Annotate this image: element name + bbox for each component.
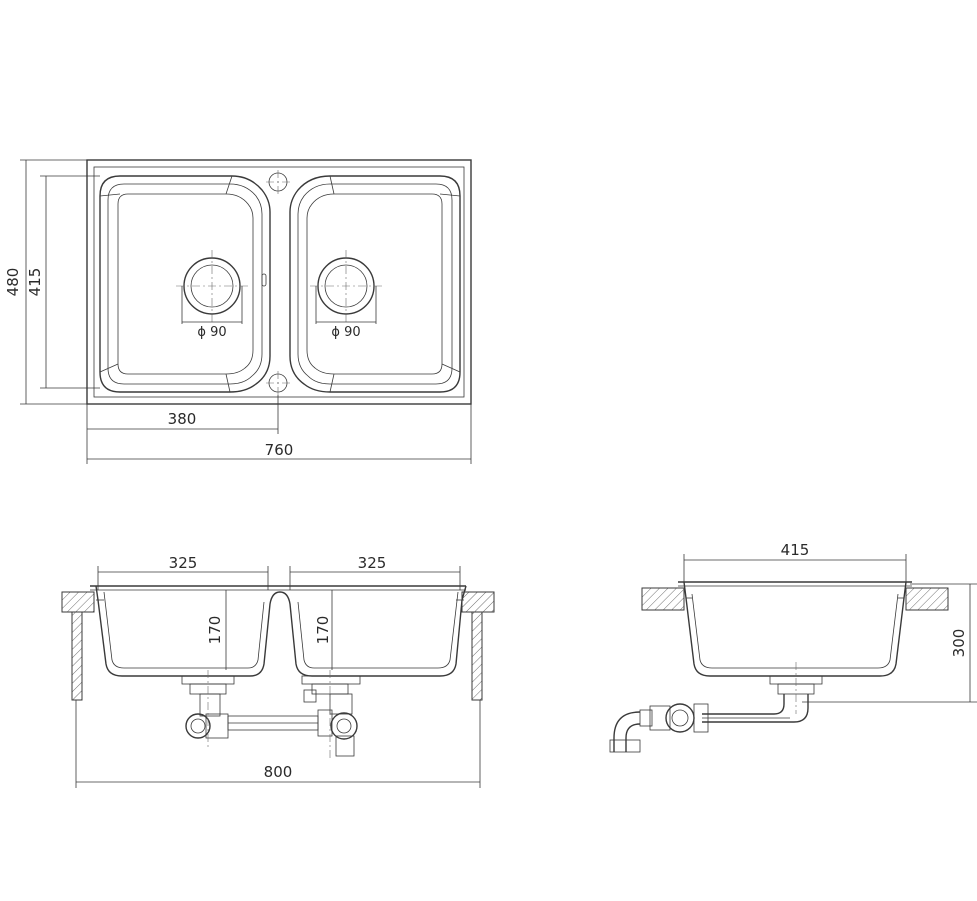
countertop-side-right: [905, 587, 949, 611]
dim-drain-right: ϕ 90: [331, 325, 360, 340]
left-bowl: [99, 175, 271, 393]
countertop-left: [61, 591, 95, 613]
right-bowl: [289, 175, 461, 393]
sink-outline: [86, 159, 472, 405]
dim-480: 480: [4, 268, 22, 297]
dim-800: 800: [264, 763, 293, 781]
dim-415: 415: [26, 268, 44, 297]
dim-325-right: 325: [358, 554, 387, 572]
dim-380: 380: [168, 410, 197, 428]
countertop-right: [461, 591, 495, 613]
dim-325-left: 325: [169, 554, 198, 572]
dim-415-side: 415: [781, 541, 810, 559]
dim-drain-left: ϕ 90: [197, 325, 226, 340]
dim-170-right: 170: [314, 616, 332, 645]
countertop-side-left: [641, 587, 685, 611]
top-view: 480 415 380 760 ϕ 90 ϕ 90: [4, 159, 472, 464]
dim-170-left: 170: [206, 616, 224, 645]
side-view: 415 300: [609, 541, 977, 753]
front-view: 325 325 170 170 800: [61, 554, 495, 788]
dim-760: 760: [265, 441, 294, 459]
dim-300: 300: [950, 629, 968, 658]
